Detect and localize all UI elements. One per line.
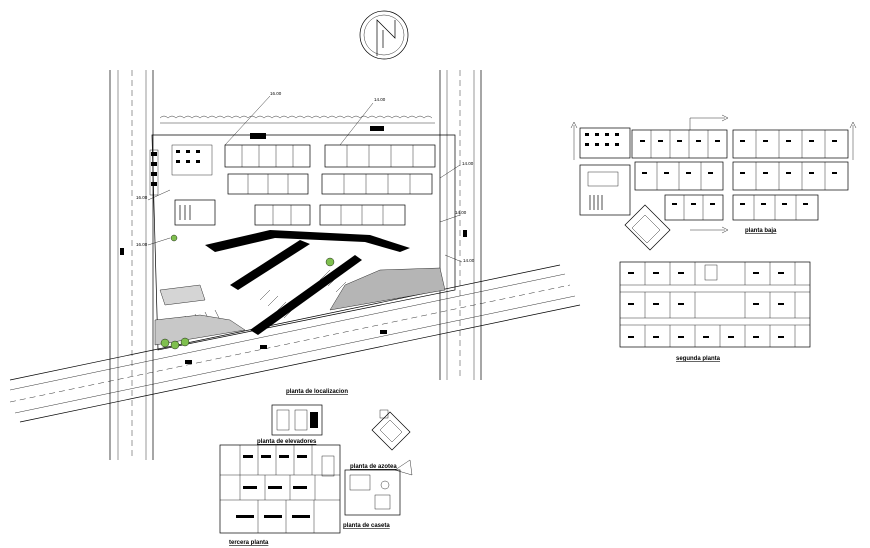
dimension-label: 14.00 — [455, 210, 467, 215]
cars-road — [120, 126, 467, 364]
third-floor-title: tercera planta — [229, 540, 269, 546]
site-plan: 16.00 14.00 14.00 16.00 16.00 14.00 14.0… — [9, 70, 581, 460]
second-floor-title: segunda planta — [676, 356, 721, 362]
wing-middle — [634, 161, 849, 191]
dimension-label: 14.00 — [462, 161, 474, 166]
dimension-label: 16.00 — [136, 195, 148, 200]
ground-floor-plan: planta baja — [570, 114, 857, 251]
second-floor-plan: segunda planta — [619, 261, 811, 362]
third-floor-plan: tercera planta — [219, 444, 341, 546]
elevator-plan: planta de elevadores — [257, 404, 323, 445]
dimension-label: 14.00 — [463, 258, 475, 263]
road-right — [439, 70, 482, 380]
gatehouse-plan-title: planta de caseta — [343, 523, 390, 529]
wing-top-right — [732, 129, 849, 159]
site-plan-title: planta de localizacion — [286, 389, 348, 395]
third-floor-partitions — [239, 445, 316, 533]
cafeteria-tables — [585, 133, 619, 146]
second-floor-furniture — [628, 272, 784, 338]
site-boundary — [151, 134, 456, 351]
road-diagonal — [9, 264, 581, 423]
dimension-leaders — [147, 95, 463, 263]
lobby — [579, 164, 671, 251]
second-floor-partitions — [644, 262, 796, 347]
roof-plan-title: planta de azotea — [350, 464, 397, 470]
wing-bottom — [664, 194, 819, 221]
cafeteria — [579, 127, 631, 159]
dimension-label: 14.00 — [374, 97, 386, 102]
stair-core — [321, 455, 335, 477]
dimension-label: 16.00 — [270, 91, 282, 96]
parking-strip — [149, 149, 159, 196]
north-arrow-icon — [359, 10, 409, 60]
building-row-1 — [224, 144, 436, 168]
elevator-plan-title: planta de elevadores — [257, 439, 317, 445]
stair-core — [704, 264, 718, 281]
gatehouse-plan: planta de caseta — [343, 409, 411, 529]
access-arrows — [570, 114, 857, 234]
roof-plan: planta de azotea — [344, 459, 413, 516]
cars-left — [151, 152, 157, 186]
dimension-label: 16.00 — [136, 242, 148, 247]
landscape-area — [154, 234, 446, 350]
third-floor-furniture — [236, 455, 310, 518]
ground-floor-title: planta baja — [745, 228, 777, 234]
building-row-2 — [227, 173, 433, 195]
plaza-tables — [171, 144, 216, 226]
unit-furniture — [640, 140, 837, 205]
internal-road — [205, 230, 410, 335]
hedge-row — [159, 115, 435, 124]
wing-top-left — [631, 129, 728, 159]
building-row-3 — [254, 204, 406, 226]
